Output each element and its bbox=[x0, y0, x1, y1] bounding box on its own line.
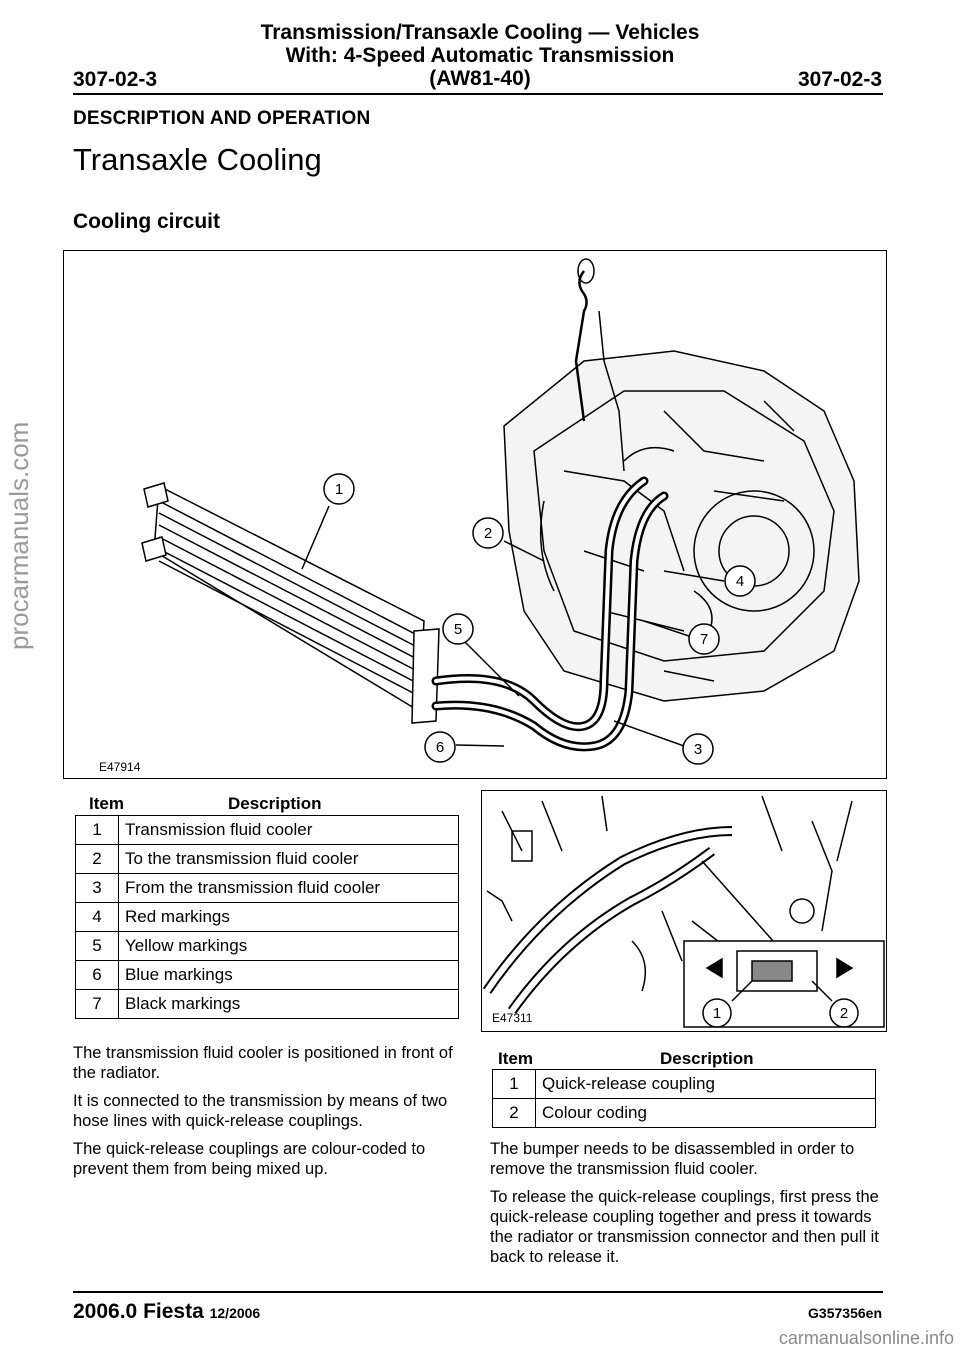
table2-item-header: Item bbox=[498, 1049, 533, 1068]
svg-text:4: 4 bbox=[736, 573, 744, 590]
item-description: Black markings bbox=[118, 989, 459, 1019]
section-title: DESCRIPTION AND OPERATION bbox=[73, 108, 371, 129]
figure2-code: E47311 bbox=[492, 1011, 533, 1025]
item-description: Colour coding bbox=[535, 1098, 876, 1128]
page-number-right: 307-02-3 bbox=[797, 68, 882, 91]
svg-text:1: 1 bbox=[713, 1005, 721, 1022]
table2-description-header: Description bbox=[660, 1049, 754, 1068]
footer-model-name: 2006.0 Fiesta bbox=[73, 1300, 204, 1323]
svg-text:2: 2 bbox=[840, 1005, 848, 1022]
cooling-circuit-illustration: 1 2 3 4 5 6 7 bbox=[141, 258, 860, 765]
callout-5: 5 bbox=[442, 613, 474, 645]
callout-2: 2 bbox=[472, 517, 504, 549]
callout-6: 6 bbox=[424, 731, 456, 763]
paragraph-colour-coding: The quick-release couplings are colour-c… bbox=[73, 1140, 426, 1178]
item-number: 2 bbox=[492, 1098, 536, 1128]
item-number: 3 bbox=[75, 873, 119, 903]
table1-description-header: Description bbox=[228, 794, 322, 813]
paragraph-release-procedure: To release the quick-release couplings, … bbox=[490, 1188, 879, 1266]
callout-3: 3 bbox=[682, 733, 714, 765]
subtitle: Cooling circuit bbox=[73, 210, 220, 233]
page-number-left: 307-02-3 bbox=[73, 68, 158, 91]
cooling-circuit-figure: 1 2 3 4 5 6 7 E47914 bbox=[63, 250, 887, 779]
svg-text:7: 7 bbox=[700, 631, 708, 648]
item-number: 5 bbox=[75, 931, 119, 961]
item-description: Red markings bbox=[118, 902, 459, 932]
svg-text:6: 6 bbox=[436, 739, 444, 756]
footer-rule bbox=[73, 1291, 883, 1293]
header-title-line2: With: 4-Speed Automatic Transmission bbox=[285, 44, 675, 67]
item-number: 6 bbox=[75, 960, 119, 990]
item-number: 7 bbox=[75, 989, 119, 1019]
coupling-figure: 1 2 E47311 bbox=[481, 790, 887, 1032]
item-description: Transmission fluid cooler bbox=[118, 815, 459, 845]
item-number: 1 bbox=[75, 815, 119, 845]
item-number: 4 bbox=[75, 902, 119, 932]
svg-text:5: 5 bbox=[454, 621, 462, 638]
item-description: Blue markings bbox=[118, 960, 459, 990]
paragraph-hose-lines: It is connected to the transmission by m… bbox=[73, 1092, 448, 1130]
coupling-callout-2: 2 bbox=[829, 998, 859, 1028]
header-rule bbox=[73, 93, 883, 95]
coupling-callout-1: 1 bbox=[702, 998, 732, 1028]
table1-item-header: Item bbox=[89, 794, 124, 813]
footer-date: 12/2006 bbox=[209, 1305, 261, 1321]
item-description: To the transmission fluid cooler bbox=[118, 844, 459, 874]
paragraph-bumper: The bumper needs to be disassembled in o… bbox=[490, 1140, 855, 1178]
svg-text:1: 1 bbox=[335, 481, 343, 498]
header-title-line3: (AW81-40) bbox=[429, 67, 531, 90]
bottom-watermark: carmanualsonline.info bbox=[778, 1328, 954, 1348]
page-title: Transaxle Cooling bbox=[73, 142, 322, 177]
footer-model: 2006.0 Fiesta 12/2006 bbox=[73, 1300, 260, 1324]
side-watermark: procarmanuals.com bbox=[4, 421, 34, 650]
figure1-code: E47914 bbox=[99, 760, 141, 774]
callout-7: 7 bbox=[688, 623, 720, 655]
header-title-line1: Transmission/Transaxle Cooling — Vehicle… bbox=[260, 21, 700, 44]
item-number: 1 bbox=[492, 1069, 536, 1099]
callout-1: 1 bbox=[323, 473, 355, 505]
paragraph-cooler-position: The transmission fluid cooler is positio… bbox=[73, 1044, 453, 1082]
svg-text:2: 2 bbox=[484, 525, 492, 542]
svg-text:3: 3 bbox=[694, 741, 702, 758]
item-description: Quick-release coupling bbox=[535, 1069, 876, 1099]
callout-4: 4 bbox=[724, 565, 756, 597]
item-description: Yellow markings bbox=[118, 931, 459, 961]
coupling-illustration: 1 2 bbox=[482, 795, 885, 1028]
item-description: From the transmission fluid cooler bbox=[118, 873, 459, 903]
footer-doc-code: G357356en bbox=[808, 1305, 882, 1321]
item-number: 2 bbox=[75, 844, 119, 874]
